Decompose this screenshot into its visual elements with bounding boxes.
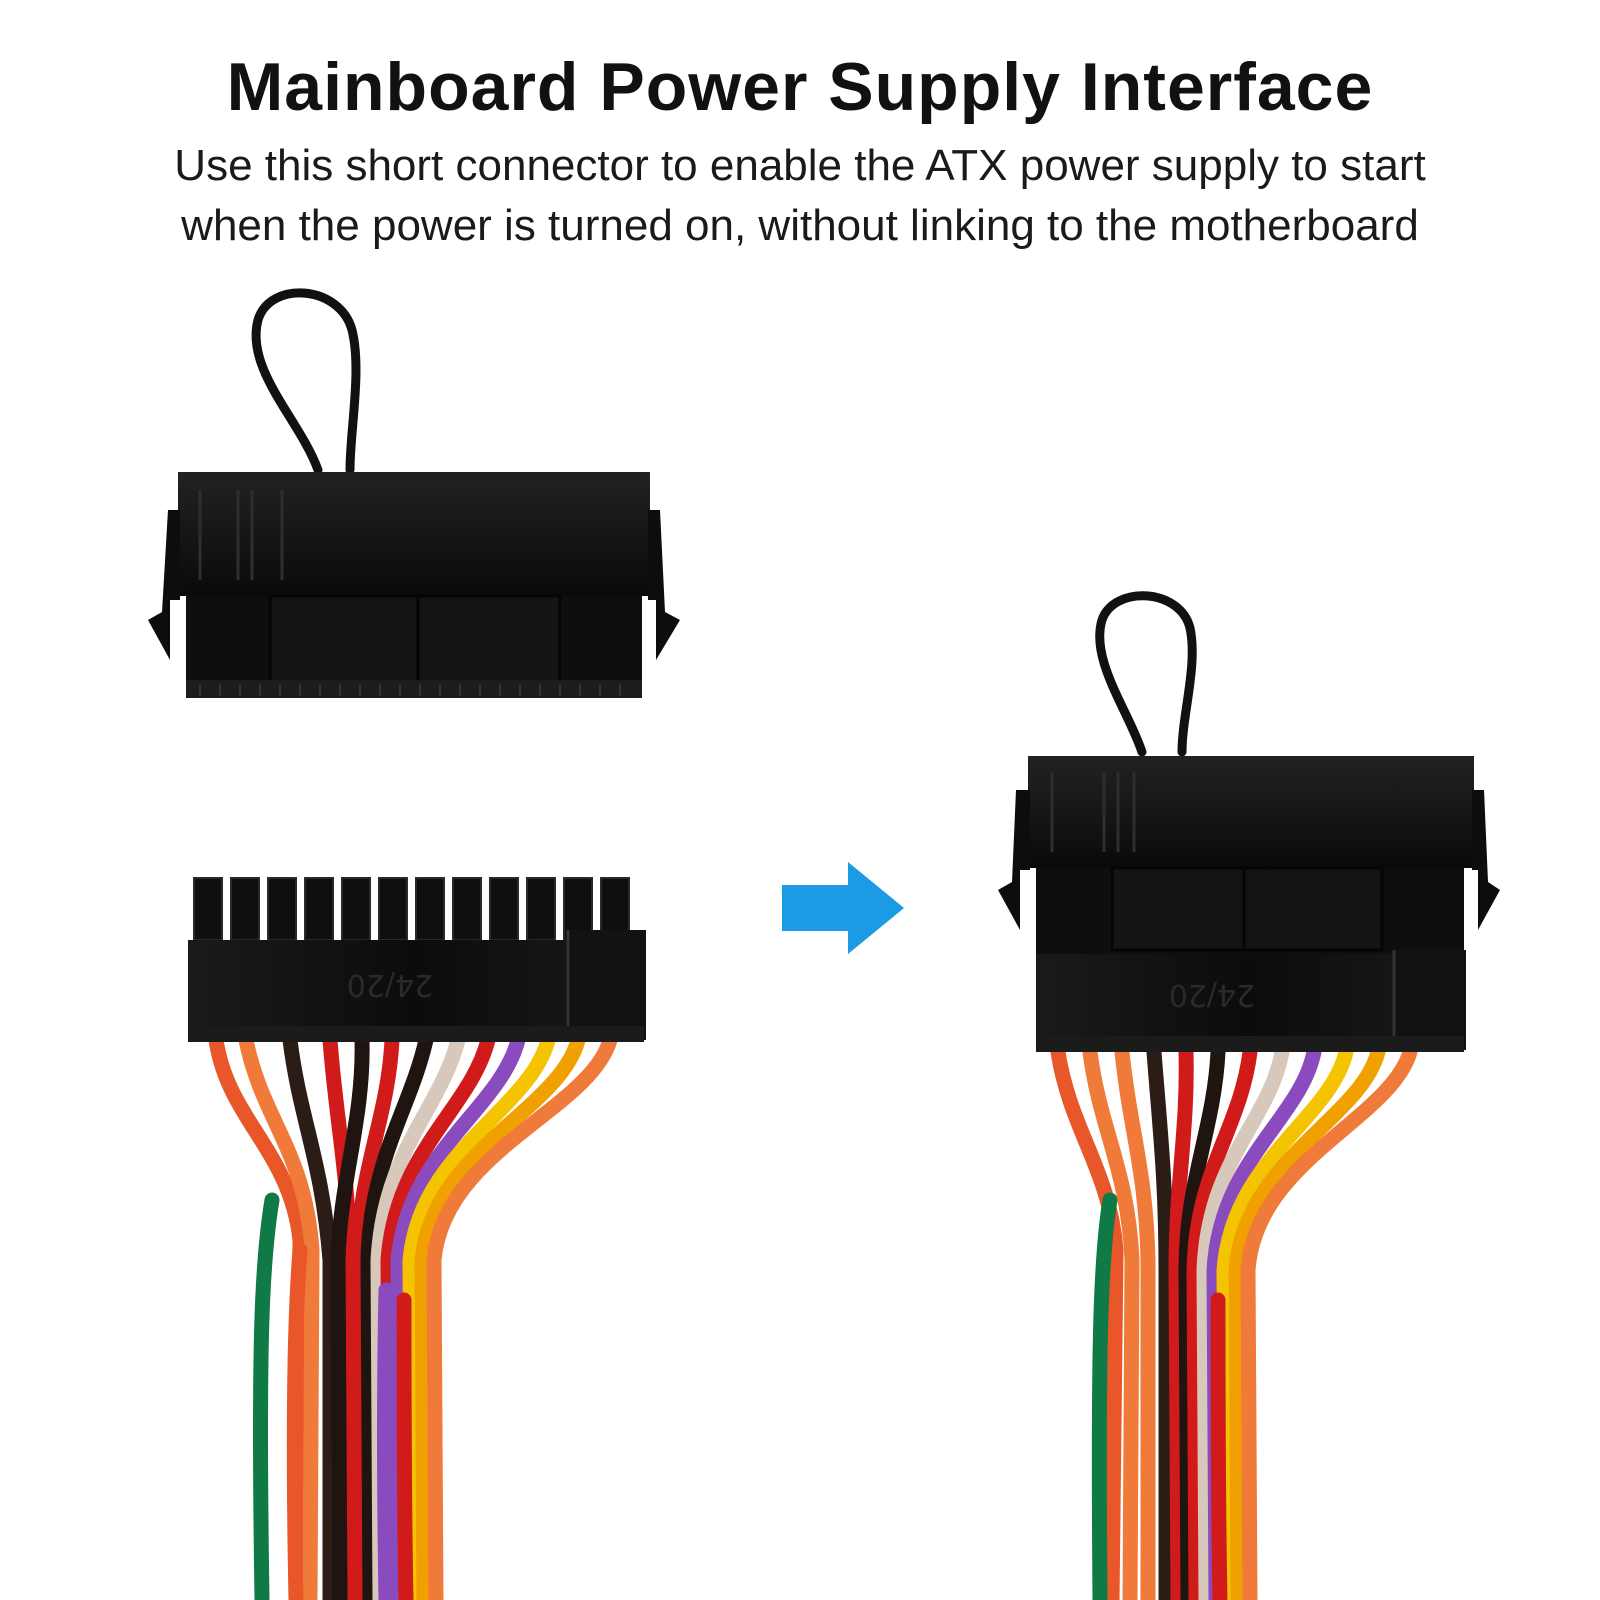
- jumper-wire-loop: [251, 288, 361, 475]
- assembled-connector-right: 24/20: [998, 591, 1500, 1600]
- page-subtitle: Use this short connector to enable the A…: [0, 136, 1600, 256]
- psu-plug-bottom-left: 24/20: [188, 877, 646, 1600]
- jumper-upper-housing: [178, 472, 650, 596]
- jumper-wire-loop-right: [1095, 591, 1197, 757]
- jumper-left-latch: [148, 510, 180, 660]
- psu-molded-label-right: 24/20: [1169, 977, 1255, 1012]
- page-title: Mainboard Power Supply Interface: [226, 49, 1374, 125]
- psu-wire-bundle-right: [1050, 1044, 1418, 1600]
- jumper-connector-top-left: [148, 288, 680, 698]
- jumper-right-latch: [648, 510, 680, 660]
- right-arrow-icon: [782, 862, 904, 954]
- subtitle-line-2: when the power is turned on, without lin…: [181, 201, 1419, 250]
- psu-molded-label-left: 24/20: [347, 967, 433, 1002]
- psu-pins-left: [193, 877, 630, 941]
- subtitle-line-1: Use this short connector to enable the A…: [174, 141, 1426, 190]
- psu-wire-bundle-left: [208, 1032, 618, 1600]
